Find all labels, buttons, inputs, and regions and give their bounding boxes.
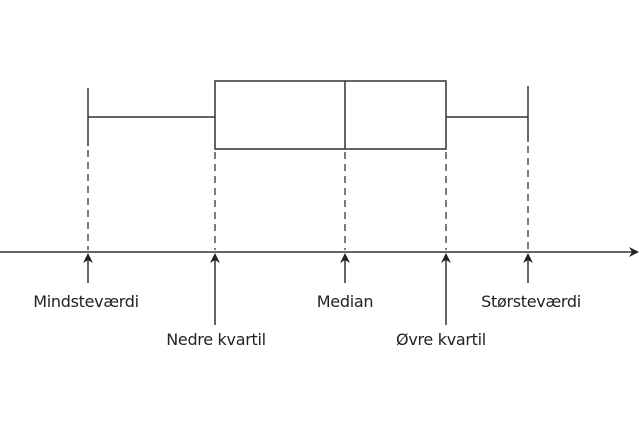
label-median: Median [317, 292, 373, 311]
interquartile-box [214, 80, 447, 150]
label-q1: Nedre kvartil [166, 330, 266, 349]
label-max: Størsteværdi [481, 292, 581, 311]
label-min: Mindsteværdi [33, 292, 138, 311]
label-q3: Øvre kvartil [396, 330, 486, 349]
